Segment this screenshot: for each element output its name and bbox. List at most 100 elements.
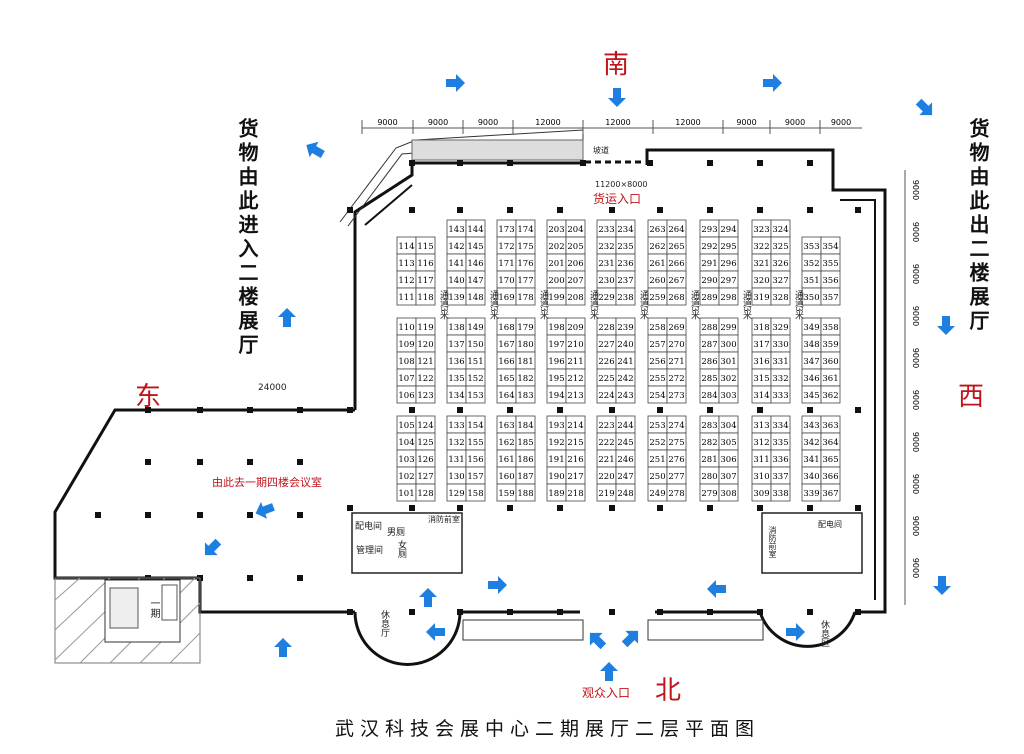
booth-number: 172 [498,242,514,252]
booth-cell [515,287,536,306]
booth-number: 307 [720,472,736,482]
pillar [297,407,303,413]
pillar [197,407,203,413]
booth-number: 341 [803,455,819,465]
booth-number: 139 [448,293,464,303]
booth-number: 214 [567,421,583,431]
booth-number: 160 [498,472,514,482]
dimension-label-top: 9000 [785,118,805,127]
booth-number: 359 [822,340,838,350]
booth-number: 299 [720,323,736,333]
booth-number: 190 [548,472,564,482]
booth-number: 227 [598,340,614,350]
booth-number: 316 [753,357,769,367]
booth-cell [666,483,687,502]
escalators [462,619,764,641]
flow-arrow-icon [419,588,437,607]
pillar [855,207,861,213]
booth-number: 114 [398,242,414,252]
pillar [247,512,253,518]
booth-number: 235 [617,242,633,252]
booth-number: 323 [753,225,769,235]
booth-cell [615,483,636,502]
pillar [507,160,513,166]
booth-number: 333 [772,391,788,401]
pillar [807,207,813,213]
booth-number: 232 [598,242,614,252]
booth-number: 308 [720,489,736,499]
booth-number: 251 [649,455,665,465]
booth-number: 154 [467,421,483,431]
booth-number: 208 [567,293,583,303]
flow-arrow-icon [278,308,296,327]
booth-number: 184 [517,421,533,431]
booth-number: 116 [417,259,433,269]
room-womens: 女厕 [396,540,406,558]
booth-number: 337 [772,472,788,482]
booth-number: 151 [467,357,483,367]
flow-arrow-icon [786,623,805,641]
stairs-phase1 [54,577,201,664]
booth-number: 261 [649,259,665,269]
booth-number: 263 [649,225,665,235]
booth-number: 123 [417,391,433,401]
pillar [197,512,203,518]
booth-number: 275 [668,438,684,448]
pillar [757,609,763,615]
booth-cell [515,483,536,502]
booth-cell [820,287,841,306]
flow-arrow-icon [933,576,951,595]
booth-number: 352 [803,259,819,269]
booth-number: 289 [701,293,717,303]
booth-number: 101 [398,489,414,499]
booth-number: 213 [567,391,583,401]
dimension-label-right: 9000 [911,432,920,452]
booth-number: 277 [668,472,684,482]
booth-number: 266 [668,259,684,269]
booth-number: 133 [448,421,464,431]
booth-number: 201 [548,259,564,269]
booth-number: 265 [668,242,684,252]
dimension-label-top: 12000 [675,118,700,127]
dimension-label-top: 9000 [428,118,448,127]
booth-number: 295 [720,242,736,252]
dimension-label-top: 12000 [535,118,560,127]
booth-number: 320 [753,276,769,286]
pillar [807,505,813,511]
booth-number: 167 [498,340,514,350]
booth-number: 340 [803,472,819,482]
booth-number: 349 [803,323,819,333]
wing-dimension: 24000 [258,383,287,393]
pillar [457,207,463,213]
service-rooms [351,512,863,574]
booth-number: 159 [498,489,514,499]
booth-number: 226 [598,357,614,367]
booth-number: 243 [617,391,633,401]
pillar [757,207,763,213]
booth-number: 273 [668,391,684,401]
flow-arrow-icon [915,98,933,116]
booth-number: 225 [598,374,614,384]
pillar [297,575,303,581]
pillar [855,407,861,413]
dimension-label-right: 9000 [911,516,920,536]
flow-arrow-icon [589,632,607,650]
booth-cell [565,385,586,404]
booth-number: 305 [720,438,736,448]
booth-number: 140 [448,276,464,286]
booth-number: 189 [548,489,564,499]
booth-number: 119 [417,323,433,333]
room-power-right: 配电间 [818,520,842,529]
pillar [409,609,415,615]
booth-cell [770,385,791,404]
booth-number: 238 [617,293,633,303]
booth-number: 241 [617,357,633,367]
booth-number: 207 [567,276,583,286]
booth-number: 230 [598,276,614,286]
pillar [409,407,415,413]
booth-cell [820,483,841,502]
booth-number: 324 [772,225,788,235]
booth-number: 137 [448,340,464,350]
